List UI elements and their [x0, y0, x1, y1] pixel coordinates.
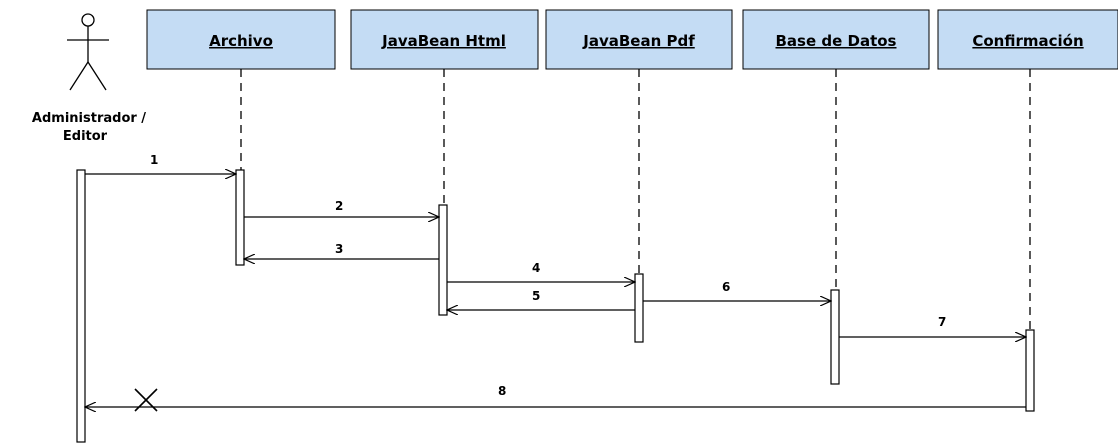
actor-label-line-2: Editor — [63, 129, 108, 144]
message-7-label: 7 — [938, 315, 946, 329]
message-6-label: 6 — [722, 280, 730, 294]
object-label-confirmacion: Confirmación — [972, 32, 1083, 50]
message-4-label: 4 — [532, 261, 540, 275]
object-label-javabean-html: JavaBean Html — [381, 32, 506, 50]
activation-confirmacion — [1025, 329, 1035, 412]
object-javabean-pdf: JavaBean Pdf — [545, 9, 733, 70]
activation-javabean-html — [438, 204, 448, 316]
message-5-label: 5 — [532, 289, 540, 303]
message-8-label: 8 — [498, 384, 506, 398]
activation-base-de-datos — [830, 289, 840, 385]
message-2-label: 2 — [335, 199, 343, 213]
activation-javabean-pdf — [634, 273, 644, 343]
activation-archivo — [235, 169, 245, 266]
object-label-base-de-datos: Base de Datos — [776, 32, 897, 50]
activation-actor — [76, 169, 86, 443]
object-archivo: Archivo — [146, 9, 336, 70]
object-label-javabean-pdf: JavaBean Pdf — [582, 32, 695, 50]
object-confirmacion: Confirmación — [937, 9, 1118, 70]
actor-label-line-1: Administrador / — [32, 111, 146, 126]
destroy-x-icon — [134, 388, 158, 412]
message-3-label: 3 — [335, 242, 343, 256]
actor-stick-figure-icon — [67, 13, 109, 91]
object-base-de-datos: Base de Datos — [742, 9, 930, 70]
object-javabean-html: JavaBean Html — [350, 9, 539, 70]
object-label-archivo: Archivo — [209, 32, 273, 50]
message-1-label: 1 — [150, 153, 158, 167]
